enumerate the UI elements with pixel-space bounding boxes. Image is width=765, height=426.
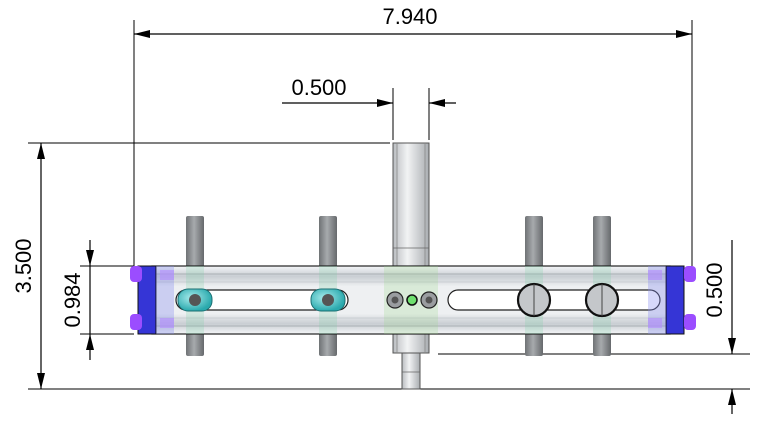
knob: [516, 282, 552, 318]
dimension-overall-width: 7.940: [134, 4, 692, 38]
knob: [584, 282, 620, 318]
slot-right: [447, 289, 661, 311]
center-hole: [406, 294, 418, 306]
end-cap-pin: [130, 314, 142, 330]
dimension-post-offset: 0.500: [702, 240, 736, 414]
dim-post-diameter-label: 0.500: [291, 75, 346, 100]
dim-post-offset-label: 0.500: [702, 262, 727, 317]
end-cap-left: [130, 265, 174, 335]
clamp: [177, 288, 213, 312]
dimension-overall-height: 3.500: [11, 143, 45, 389]
dim-overall-height-label: 3.500: [11, 238, 36, 293]
clamp: [310, 288, 346, 312]
end-cap-right: [648, 265, 696, 335]
dim-overall-width-label: 7.940: [382, 4, 437, 29]
dimension-rail-height: 0.984: [60, 240, 94, 360]
center-screws: [386, 291, 438, 309]
end-cap-pin: [684, 314, 696, 330]
dim-rail-height-label: 0.984: [60, 272, 85, 327]
end-cap-pin: [130, 266, 142, 282]
end-cap-pin: [684, 266, 696, 282]
dimension-post-diameter: 0.500: [282, 75, 456, 107]
slot-left: [175, 289, 349, 311]
